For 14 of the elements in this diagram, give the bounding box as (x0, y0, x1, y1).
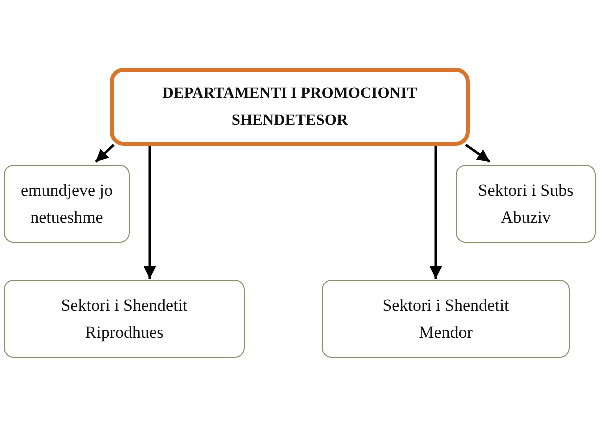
box-label: Sektori i Shendetit Mendor (382, 295, 510, 344)
arrow (144, 146, 156, 279)
box-label: Sektori i Subs Abuziv (477, 180, 575, 229)
box-label: Sektori i Shendetit Riprodhues (60, 295, 189, 344)
box-label: DEPARTAMENTI I PROMOCIONIT SHENDETESOR (162, 84, 418, 131)
sector-box (4, 280, 245, 358)
sector-box (456, 165, 596, 243)
arrow (465, 144, 491, 164)
sector-box (4, 165, 130, 243)
department-box (110, 68, 470, 146)
arrow (95, 144, 115, 163)
sector-box (322, 280, 570, 358)
box-label: emundjeve jo netueshme (20, 180, 114, 229)
arrow (430, 146, 442, 279)
